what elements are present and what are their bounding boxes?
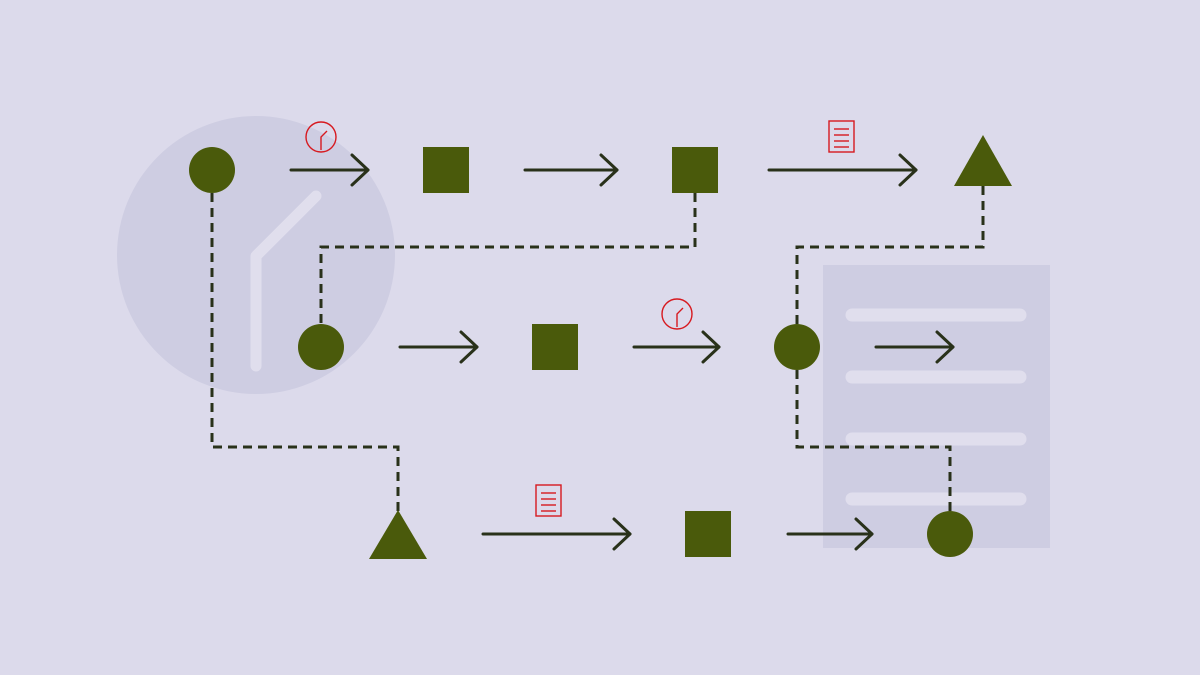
clock-icon: [661, 298, 693, 330]
node-circle: [774, 324, 820, 370]
node-circle: [189, 147, 235, 193]
dashed-connector: [795, 370, 952, 511]
flow-arrow: [786, 517, 874, 551]
watermark-document-sheet: [823, 265, 1050, 548]
flow-arrow: [523, 153, 619, 187]
node-triangle: [954, 135, 1012, 186]
watermark-clock-hands: [250, 190, 322, 372]
flow-arrow: [398, 330, 479, 364]
dashed-connector: [319, 193, 697, 324]
node-square: [532, 324, 578, 370]
watermark-document-lines: [845, 308, 1027, 506]
flow-arrow: [481, 517, 632, 551]
node-square: [685, 511, 731, 557]
watermark-document-icon: [823, 265, 1050, 548]
flow-arrow: [632, 330, 721, 364]
dashed-connector: [795, 186, 985, 324]
flow-arrows: [289, 153, 955, 551]
node-triangle: [369, 510, 427, 559]
document-icon: [828, 120, 855, 153]
clock-icon: [305, 121, 337, 153]
dashed-connectors: [210, 186, 985, 512]
node-square: [423, 147, 469, 193]
flow-arrow: [289, 153, 370, 187]
document-icon: [535, 484, 562, 517]
flow-arrow: [767, 153, 918, 187]
flow-nodes: [189, 135, 1012, 559]
badge-icons: [305, 120, 855, 517]
node-square: [672, 147, 718, 193]
node-circle: [927, 511, 973, 557]
dashed-connector: [210, 193, 400, 512]
flow-arrow: [874, 330, 955, 364]
node-circle: [298, 324, 344, 370]
